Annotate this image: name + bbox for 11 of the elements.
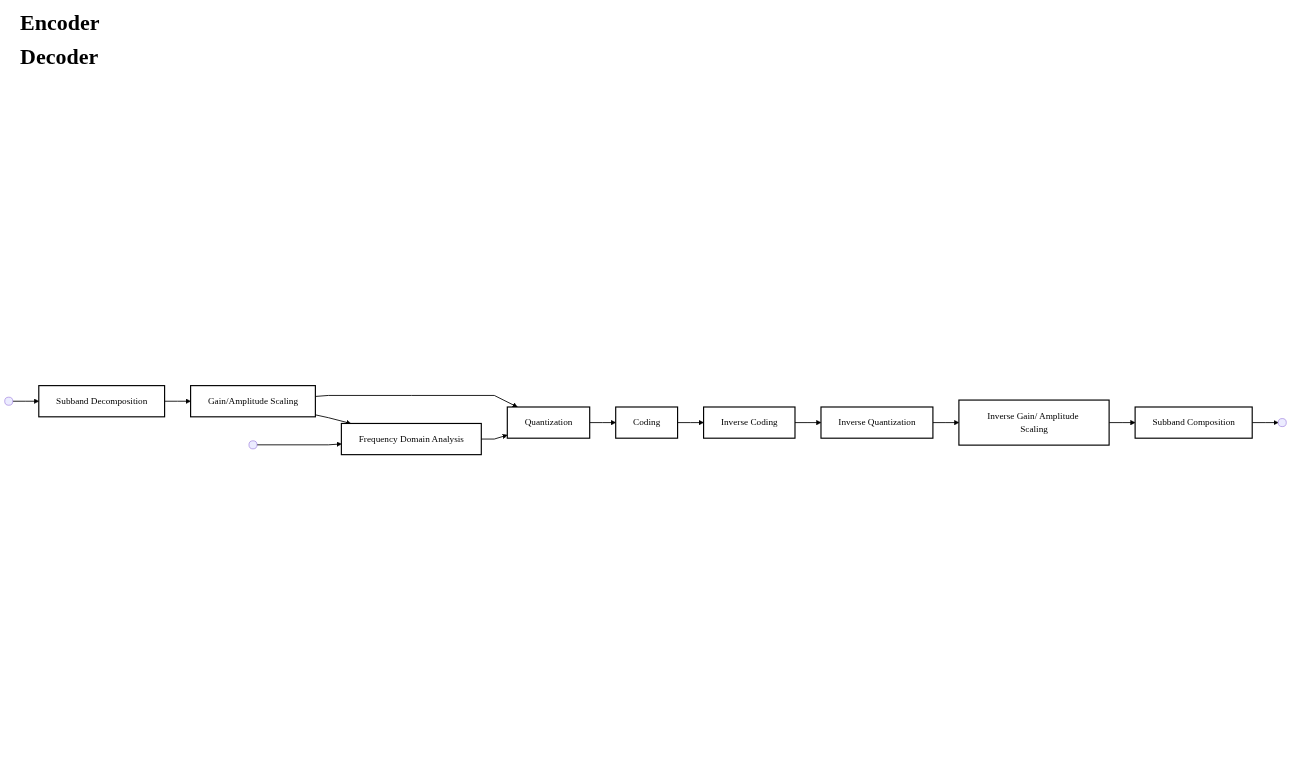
section-heading: Decoder [20, 44, 100, 70]
node-box: Inverse Gain/ Amplitude Scaling [958, 399, 1110, 446]
node-box: Inverse Quantization [820, 406, 934, 439]
node-box: Frequency Domain Analysis [340, 422, 482, 456]
node-box: Subband Composition [1134, 406, 1253, 439]
node-box: Gain/Amplitude Scaling [190, 384, 316, 418]
node-box: Inverse Coding [703, 406, 796, 439]
node-box: Subband Decomposition [38, 384, 166, 418]
section-heading: Encoder [20, 10, 100, 36]
node-box: Coding [615, 406, 679, 439]
node-box: Quantization [506, 406, 591, 439]
